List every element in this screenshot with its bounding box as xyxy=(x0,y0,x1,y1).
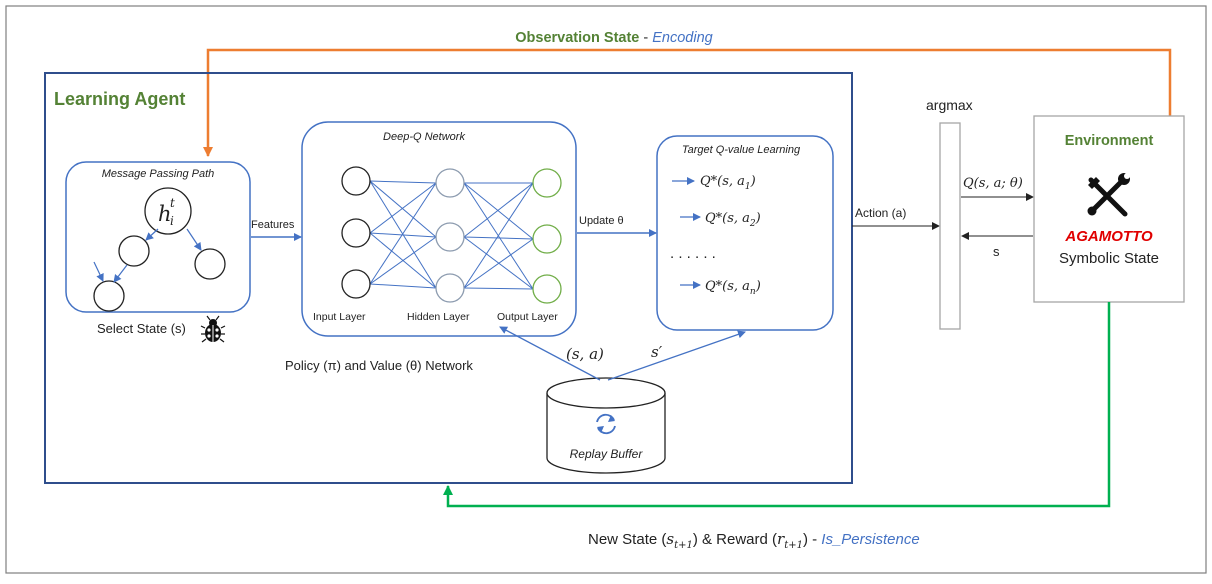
q1-label: Q*(s, a1) xyxy=(700,174,756,192)
network-edge xyxy=(463,182,534,238)
network-edge xyxy=(369,182,437,234)
edge-incoming xyxy=(93,261,104,282)
observation-label: Observation State - Encoding xyxy=(515,30,712,46)
hidden-node-1 xyxy=(435,168,465,198)
output-node-2 xyxy=(532,224,562,254)
node-h-label: h xyxy=(158,202,172,226)
refresh-icon xyxy=(596,413,616,435)
action-label: Action (a) xyxy=(855,206,906,220)
hidden-layer-label: Hidden Layer xyxy=(407,311,470,323)
replay-to-target-arrow xyxy=(607,330,746,381)
network-edge xyxy=(463,182,534,289)
network-edge xyxy=(463,236,534,240)
output-layer-label: Output Layer xyxy=(497,311,558,323)
network-edge xyxy=(369,236,437,285)
update-theta-label: Update θ xyxy=(579,215,624,227)
network-edge xyxy=(369,180,437,238)
node-hidden-state xyxy=(144,187,192,235)
agamotto-label: AGAMOTTO xyxy=(1064,228,1153,245)
replay-buffer-label: Replay Buffer xyxy=(570,447,644,461)
input-node-3 xyxy=(341,269,371,299)
network-edges xyxy=(369,180,534,290)
input-node-2 xyxy=(341,218,371,248)
features-label: Features xyxy=(251,219,295,231)
observation-loop-arrow xyxy=(203,48,1172,157)
output-node-3 xyxy=(532,274,562,304)
edge-h-left xyxy=(145,228,159,241)
node-grandchild xyxy=(93,280,125,312)
argmax-bar xyxy=(939,122,961,330)
message-passing-panel xyxy=(65,161,251,313)
output-node-1 xyxy=(532,168,562,198)
policy-network-caption: Policy (π) and Value (θ) Network xyxy=(285,358,473,373)
argmax-label: argmax xyxy=(926,97,973,113)
network-edge xyxy=(463,287,534,290)
q2-label: Q*(s, a2) xyxy=(705,211,761,229)
network-edge xyxy=(369,180,437,184)
node-h-sub: i xyxy=(170,214,174,228)
state-return-label: s xyxy=(993,244,1000,259)
target-q-panel xyxy=(656,135,834,331)
network-edge xyxy=(369,283,437,289)
deep-q-network-title: Deep-Q Network xyxy=(383,131,465,143)
network-edge xyxy=(369,182,437,285)
reward-loop-arrow xyxy=(443,302,1111,508)
edge-h-right xyxy=(186,228,202,251)
outer-frame xyxy=(5,5,1207,574)
input-node-1 xyxy=(341,166,371,196)
learning-agent-title: Learning Agent xyxy=(54,89,185,109)
reward-label: New State (st+1) & Reward (rt+1) - Is_Pe… xyxy=(588,530,920,551)
symbolic-state-label: Symbolic State xyxy=(1059,250,1159,267)
environment-box xyxy=(1033,115,1185,303)
edge-sa-label: (s, a) xyxy=(566,345,604,363)
hidden-node-3 xyxy=(435,273,465,303)
qn-label: Q*(s, an) xyxy=(705,279,761,297)
target-q-title: Target Q-value Learning xyxy=(682,144,801,156)
ladybug-icon xyxy=(200,315,226,343)
network-nodes xyxy=(341,166,562,304)
q-value-label: Q(s, a; θ) xyxy=(963,176,1023,191)
node-child-left xyxy=(118,235,150,267)
replay-to-network-arrow xyxy=(499,326,601,381)
q-dots: . . . . . . xyxy=(670,245,716,262)
edge-s-prime-label: s′ xyxy=(651,343,663,361)
environment-title: Environment xyxy=(1065,133,1154,149)
deep-q-network-panel xyxy=(301,121,577,337)
message-passing-title: Message Passing Path xyxy=(102,168,215,180)
learning-agent-box xyxy=(44,72,853,484)
edge-left-grandchild xyxy=(113,264,128,283)
hidden-node-2 xyxy=(435,222,465,252)
select-state-caption: Select State (s) xyxy=(97,321,186,336)
network-edge xyxy=(463,238,534,289)
tools-icon xyxy=(1087,173,1130,217)
node-child-right xyxy=(194,248,226,280)
node-h-sup: t xyxy=(170,196,175,210)
input-layer-label: Input Layer xyxy=(313,311,366,323)
network-edge xyxy=(369,232,437,238)
network-edge xyxy=(463,182,534,240)
